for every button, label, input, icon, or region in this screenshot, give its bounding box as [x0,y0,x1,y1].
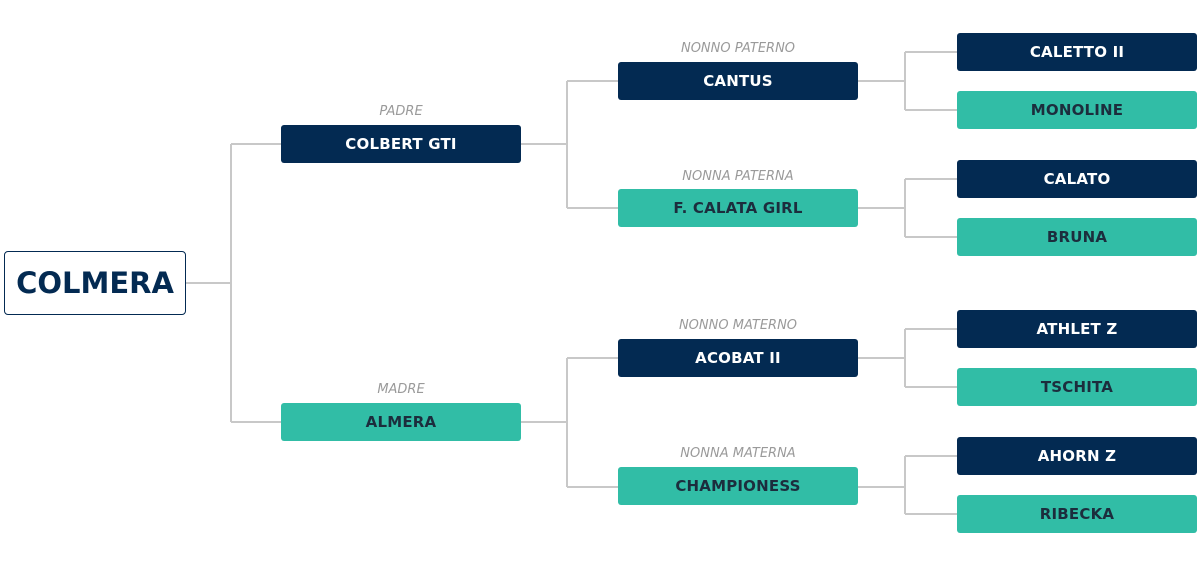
great-grandparent-box-6: TSCHITA [957,368,1197,406]
maternal-grandsire-box: ACOBAT II [618,339,858,377]
great-grandparent-box-1: CALETTO II [957,33,1197,71]
paternal-grandsire-caption: NONNO PATERNO [680,41,796,56]
maternal-granddam-box: CHAMPIONESS [618,467,858,505]
dam-caption: MADRE [377,382,425,397]
great-grandparent-box-5: ATHLET Z [957,310,1197,348]
great-grandparent-box-8: RIBECKA [957,495,1197,533]
maternal-grandsire-caption: NONNO MATERNO [678,318,798,333]
maternal-granddam-caption: NONNA MATERNA [680,446,796,461]
paternal-granddam-caption: NONNA PATERNA [682,169,794,184]
great-grandparent-box-3: CALATO [957,160,1197,198]
paternal-grandsire-box: CANTUS [618,62,858,100]
horse-name-box: COLMERA [4,251,186,315]
paternal-granddam-box: F. CALATA GIRL [618,189,858,227]
great-grandparent-box-2: MONOLINE [957,91,1197,129]
sire-caption: PADRE [379,104,423,119]
great-grandparent-box-7: AHORN Z [957,437,1197,475]
sire-box: COLBERT GTI [281,125,521,163]
great-grandparent-box-4: BRUNA [957,218,1197,256]
dam-box: ALMERA [281,403,521,441]
